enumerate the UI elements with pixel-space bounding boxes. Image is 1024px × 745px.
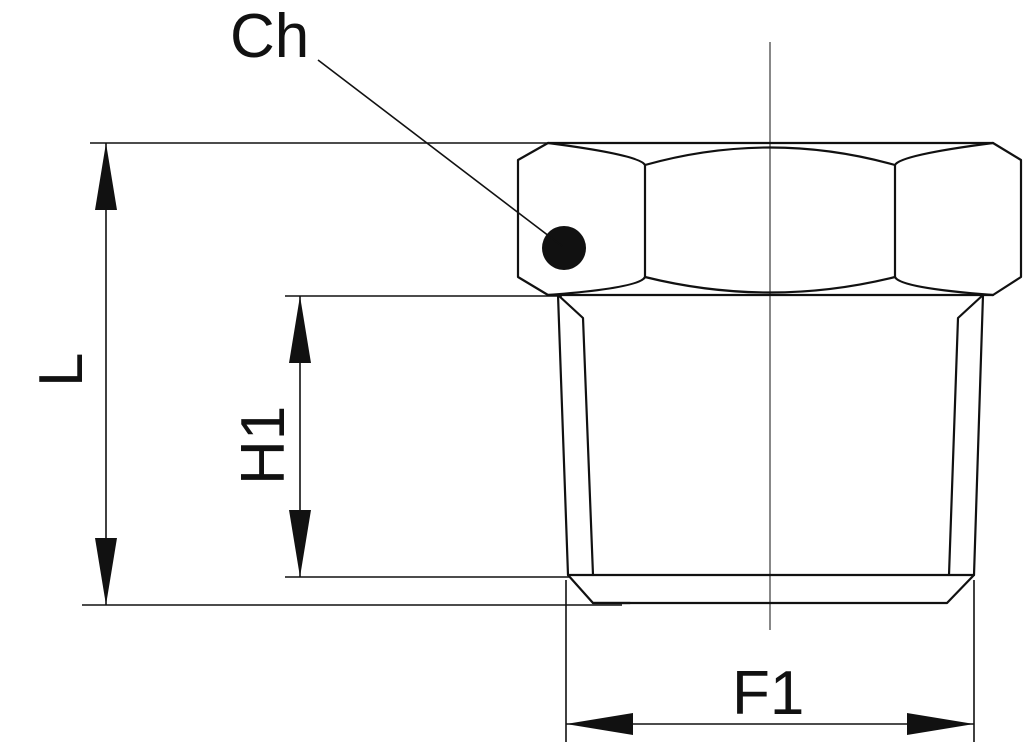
ch-leader-line <box>317 59 563 247</box>
label-ch: Ch <box>230 2 309 71</box>
dimension-l <box>95 143 117 605</box>
dimension-h1 <box>289 296 311 577</box>
extension-lines <box>82 142 975 742</box>
hex-head <box>516 141 1023 297</box>
label-f1: F1 <box>732 659 804 728</box>
dimension-f1 <box>566 713 974 735</box>
label-h1: H1 <box>229 406 298 485</box>
thread-body <box>556 293 985 605</box>
hex-marker-dot <box>542 226 586 270</box>
label-l: L <box>27 353 96 387</box>
